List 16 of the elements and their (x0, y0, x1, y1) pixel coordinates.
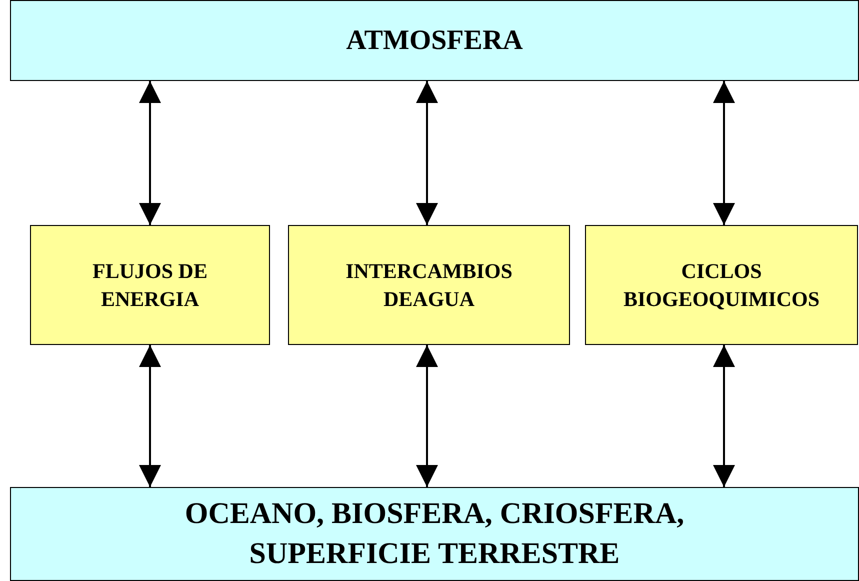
box-label: INTERCAMBIOS DEAGUA (344, 258, 514, 313)
process-box (30, 225, 270, 345)
double-arrow (416, 81, 438, 225)
double-arrow (416, 345, 438, 487)
box-label: ATMOSFERA (346, 24, 523, 58)
process-box (288, 225, 570, 345)
process-box (585, 225, 858, 345)
double-arrow (713, 81, 735, 225)
process-box (10, 0, 859, 81)
process-box (10, 487, 859, 581)
box-label: OCEANO, BIOSFERA, CRIOSFERA, SUPERFICIE TERRESTRE (184, 496, 686, 572)
double-arrow (139, 345, 161, 487)
box-label: FLUJOS DE ENERGIA (92, 258, 208, 313)
box-label: CICLOS BIOGEOQUIMICOS (622, 258, 821, 313)
double-arrow (713, 345, 735, 487)
double-arrow (139, 81, 161, 225)
